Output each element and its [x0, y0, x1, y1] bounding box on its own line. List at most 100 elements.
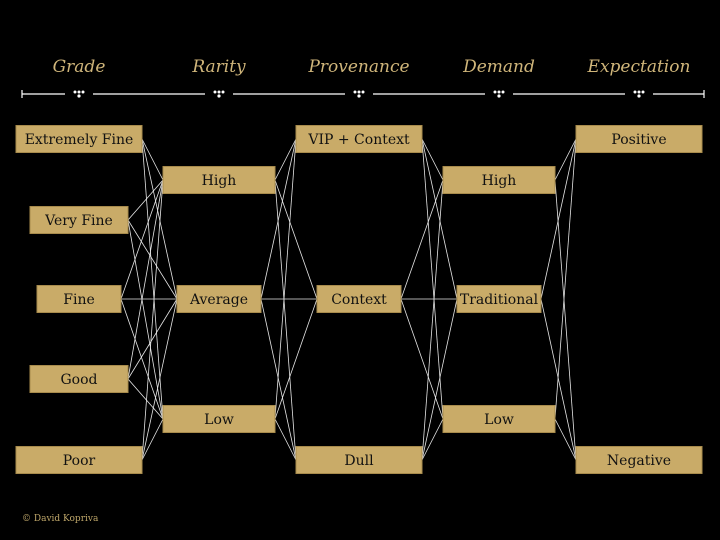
edge-p_v-d_h [421, 138, 444, 181]
node-box [15, 125, 143, 153]
node-grade-good: Good [29, 365, 129, 393]
edge-p_v-d_l [421, 138, 444, 420]
node-demand-low: Low [442, 405, 556, 433]
node-box [29, 365, 129, 393]
node-label: Fine [63, 292, 95, 308]
node-rarity-low: Low [162, 405, 276, 433]
node-label: Context [331, 292, 387, 308]
edge-p_d-d_t [421, 298, 458, 461]
node-label: VIP + Context [307, 132, 410, 148]
node-expectation-negative: Negative [575, 446, 703, 474]
node-label: Poor [63, 453, 96, 469]
node-grade-extremely-fine: Extremely Fine [15, 125, 143, 153]
node-box [442, 166, 556, 194]
node-label: Very Fine [44, 213, 113, 229]
node-demand-high: High [442, 166, 556, 194]
node-label: Average [189, 292, 248, 308]
node-box [442, 405, 556, 433]
edge-r_h-p_d [274, 179, 297, 461]
edge-g_ef-r_l [141, 138, 164, 420]
node-label: Good [60, 372, 97, 388]
edge-g_g-r_h [127, 179, 164, 380]
node-box [316, 285, 402, 313]
node-rarity-average: Average [176, 285, 262, 313]
header-divider [21, 90, 705, 98]
node-label: Low [204, 412, 234, 428]
edge-g_f-r_h [120, 179, 164, 300]
column-header-rarity: Rarity [191, 57, 246, 77]
edge-p_d-d_h [421, 179, 444, 461]
node-expectation-positive: Positive [575, 125, 703, 153]
edge-g_p-r_l [141, 418, 164, 461]
credit-text: © David Kopriva [22, 514, 99, 524]
edge-g_vf-r_h [127, 179, 164, 221]
ornament-icon [633, 90, 645, 98]
column-header-expectation: Expectation [587, 57, 691, 77]
node-box [29, 206, 129, 234]
edge-r_l-p_d [274, 418, 297, 461]
column-header-grade: Grade [53, 57, 106, 77]
edge-g_vf-r_a [127, 219, 178, 300]
node-grade-poor: Poor [15, 446, 143, 474]
node-label: Positive [611, 132, 666, 148]
edge-g_g-r_l [127, 378, 164, 420]
connection-lines [120, 138, 577, 461]
edge-d_h-e_p [554, 138, 577, 181]
edge-d_l-e_p [554, 138, 577, 420]
node-box [36, 285, 122, 313]
ornament-icon [213, 90, 225, 98]
edge-p_c-d_l [400, 298, 444, 420]
edge-d_t-e_n [540, 298, 577, 461]
edge-r_l-p_c [274, 298, 318, 420]
edge-p_v-d_t [421, 138, 458, 300]
edge-g_g-r_a [127, 298, 178, 380]
node-label: Negative [607, 453, 671, 469]
edge-r_l-p_v [274, 138, 297, 420]
column-headers: Grade Rarity Provenance Demand Expectation [53, 57, 691, 77]
node-box [162, 405, 276, 433]
column-header-demand: Demand [462, 57, 535, 77]
edge-p_c-d_h [400, 179, 444, 300]
node-box [295, 446, 423, 474]
node-box [295, 125, 423, 153]
node-label: Low [484, 412, 514, 428]
node-box [456, 285, 542, 313]
node-provenance-context: Context [316, 285, 402, 313]
edge-r_h-p_c [274, 179, 318, 300]
ornament-icon [73, 90, 85, 98]
node-box [15, 446, 143, 474]
edge-g_ef-r_h [141, 138, 164, 181]
edge-r_h-p_v [274, 138, 297, 181]
node-box [162, 166, 276, 194]
node-label: Dull [344, 453, 374, 469]
edge-g_p-r_h [141, 179, 164, 461]
node-label: High [482, 173, 517, 189]
node-provenance-vip-context: VIP + Context [295, 125, 423, 153]
node-label: Traditional [460, 292, 539, 308]
edge-r_a-p_v [260, 138, 297, 300]
edge-g_ef-r_a [141, 138, 178, 300]
ornament-icon [353, 90, 365, 98]
edge-d_t-e_p [540, 138, 577, 300]
edge-d_l-e_n [554, 418, 577, 461]
node-box [575, 125, 703, 153]
edge-d_h-e_n [554, 179, 577, 461]
edge-g_f-r_l [120, 298, 164, 420]
node-label: High [202, 173, 237, 189]
edge-g_vf-r_l [127, 219, 164, 420]
edge-r_a-p_d [260, 298, 297, 461]
edge-g_p-r_a [141, 298, 178, 461]
edge-p_d-d_l [421, 418, 444, 461]
node-rarity-high: High [162, 166, 276, 194]
node-demand-traditional: Traditional [456, 285, 542, 313]
node-box [176, 285, 262, 313]
node-grade-very-fine: Very Fine [29, 206, 129, 234]
column-header-provenance: Provenance [307, 57, 409, 77]
node-grade-fine: Fine [36, 285, 122, 313]
node-provenance-dull: Dull [295, 446, 423, 474]
ornament-icon [493, 90, 505, 98]
node-label: Extremely Fine [25, 132, 134, 148]
